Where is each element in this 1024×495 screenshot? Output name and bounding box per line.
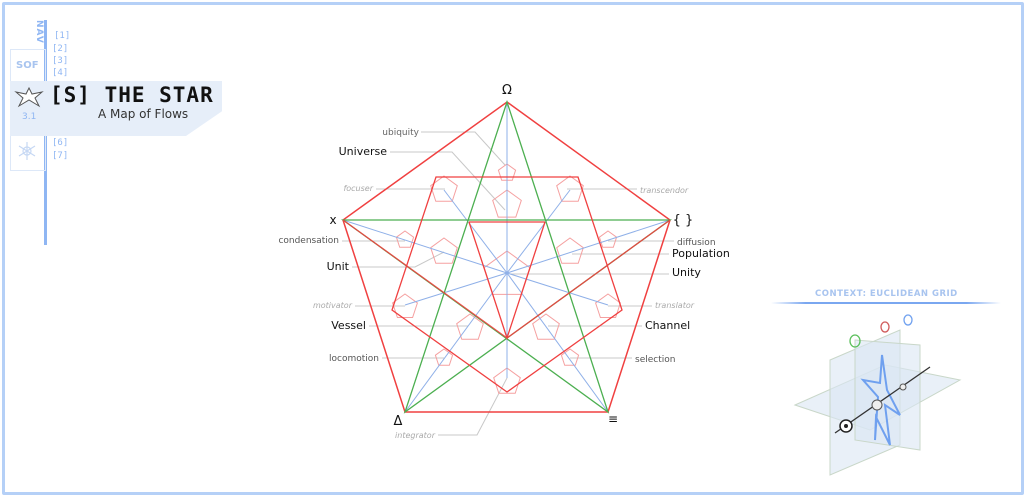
label-unity: Unity	[672, 266, 701, 279]
euclidean-grid-illustration	[793, 314, 962, 476]
label-ubiquity: ubiquity	[382, 128, 419, 138]
label-condensation: condensation	[278, 236, 339, 246]
label-integrator: integrator	[395, 431, 436, 440]
node-pentagon	[493, 367, 521, 394]
label-focuser: focuser	[343, 184, 373, 193]
label-translator: translator	[655, 301, 695, 310]
node-pentagon	[556, 175, 584, 202]
vertex-label-left: x	[329, 213, 336, 227]
nav-item-7[interactable]: [7]	[52, 151, 69, 161]
version-label: 3.1	[22, 112, 37, 122]
context-title: CONTEXT: EUCLIDEAN GRID	[815, 289, 958, 299]
inner-red-chevron	[342, 219, 671, 339]
green-pentagram	[340, 99, 673, 414]
nav-item-3[interactable]: [3]	[52, 56, 69, 66]
label-selection: selection	[635, 355, 675, 365]
flow-spoke	[342, 219, 508, 274]
node-pentagon	[560, 348, 580, 366]
vertex-label-right: { }	[673, 213, 694, 228]
flow-spoke	[506, 189, 571, 274]
node-pentagon	[456, 313, 484, 340]
node-pentagon	[430, 175, 458, 202]
node-pentagon	[434, 348, 454, 366]
leader-line-integrator	[438, 377, 508, 436]
grid-plane-vertical-2	[854, 339, 921, 451]
label-channel: Channel	[645, 319, 690, 332]
page-subtitle: A Map of Flows	[98, 107, 189, 121]
inner-red-pentagon	[391, 176, 623, 393]
active-nav-banner[interactable]	[10, 81, 222, 136]
flow-spoke	[404, 272, 508, 306]
snowflake-icon	[18, 142, 36, 160]
label-transcendor: transcendor	[640, 186, 689, 195]
node-pentagon	[430, 237, 458, 264]
page-title: [S] THE STAR	[50, 83, 214, 107]
vertex-label-bottom_right: ≡	[608, 412, 618, 426]
flow-spoke	[404, 272, 508, 413]
node-pentagon	[395, 230, 415, 248]
flow-spoke	[443, 189, 508, 274]
blue-rotation-icon	[903, 314, 913, 326]
flow-spoke	[506, 272, 609, 413]
node-pentagon	[532, 313, 560, 340]
vertex-label-bottom_left: Δ	[394, 414, 403, 429]
label-population: Population	[672, 247, 730, 260]
label-unit: Unit	[327, 260, 350, 273]
label-vessel: Vessel	[331, 319, 366, 332]
context-divider	[771, 302, 1001, 304]
outer-pentagon	[342, 101, 671, 413]
label-universe: Universe	[339, 145, 388, 158]
leader-line-ubiquity	[421, 131, 506, 166]
side-label: SOF	[16, 60, 39, 71]
green-rotation-icon	[849, 334, 861, 348]
star-icon	[14, 86, 44, 108]
leader-line-unit	[352, 251, 445, 268]
label-motivator: motivator	[313, 301, 353, 310]
leader-line-universe	[390, 151, 506, 211]
vertex-label-top: Ω	[502, 83, 512, 98]
node-pentagon	[556, 237, 584, 264]
label-diffusion: diffusion	[677, 238, 716, 248]
node-pentagon	[598, 230, 618, 248]
nav-item-4[interactable]: [4]	[52, 68, 69, 78]
blue-star-outline	[860, 354, 901, 446]
nav-item-2[interactable]: [2]	[52, 44, 69, 54]
nav-item-6[interactable]: [6]	[52, 138, 69, 148]
flow-spoke	[506, 219, 671, 274]
flow-spoke	[506, 272, 609, 306]
red-rotation-icon	[880, 321, 890, 333]
nav-item-1[interactable]: [1]	[54, 31, 71, 41]
label-locomotion: locomotion	[329, 354, 379, 364]
